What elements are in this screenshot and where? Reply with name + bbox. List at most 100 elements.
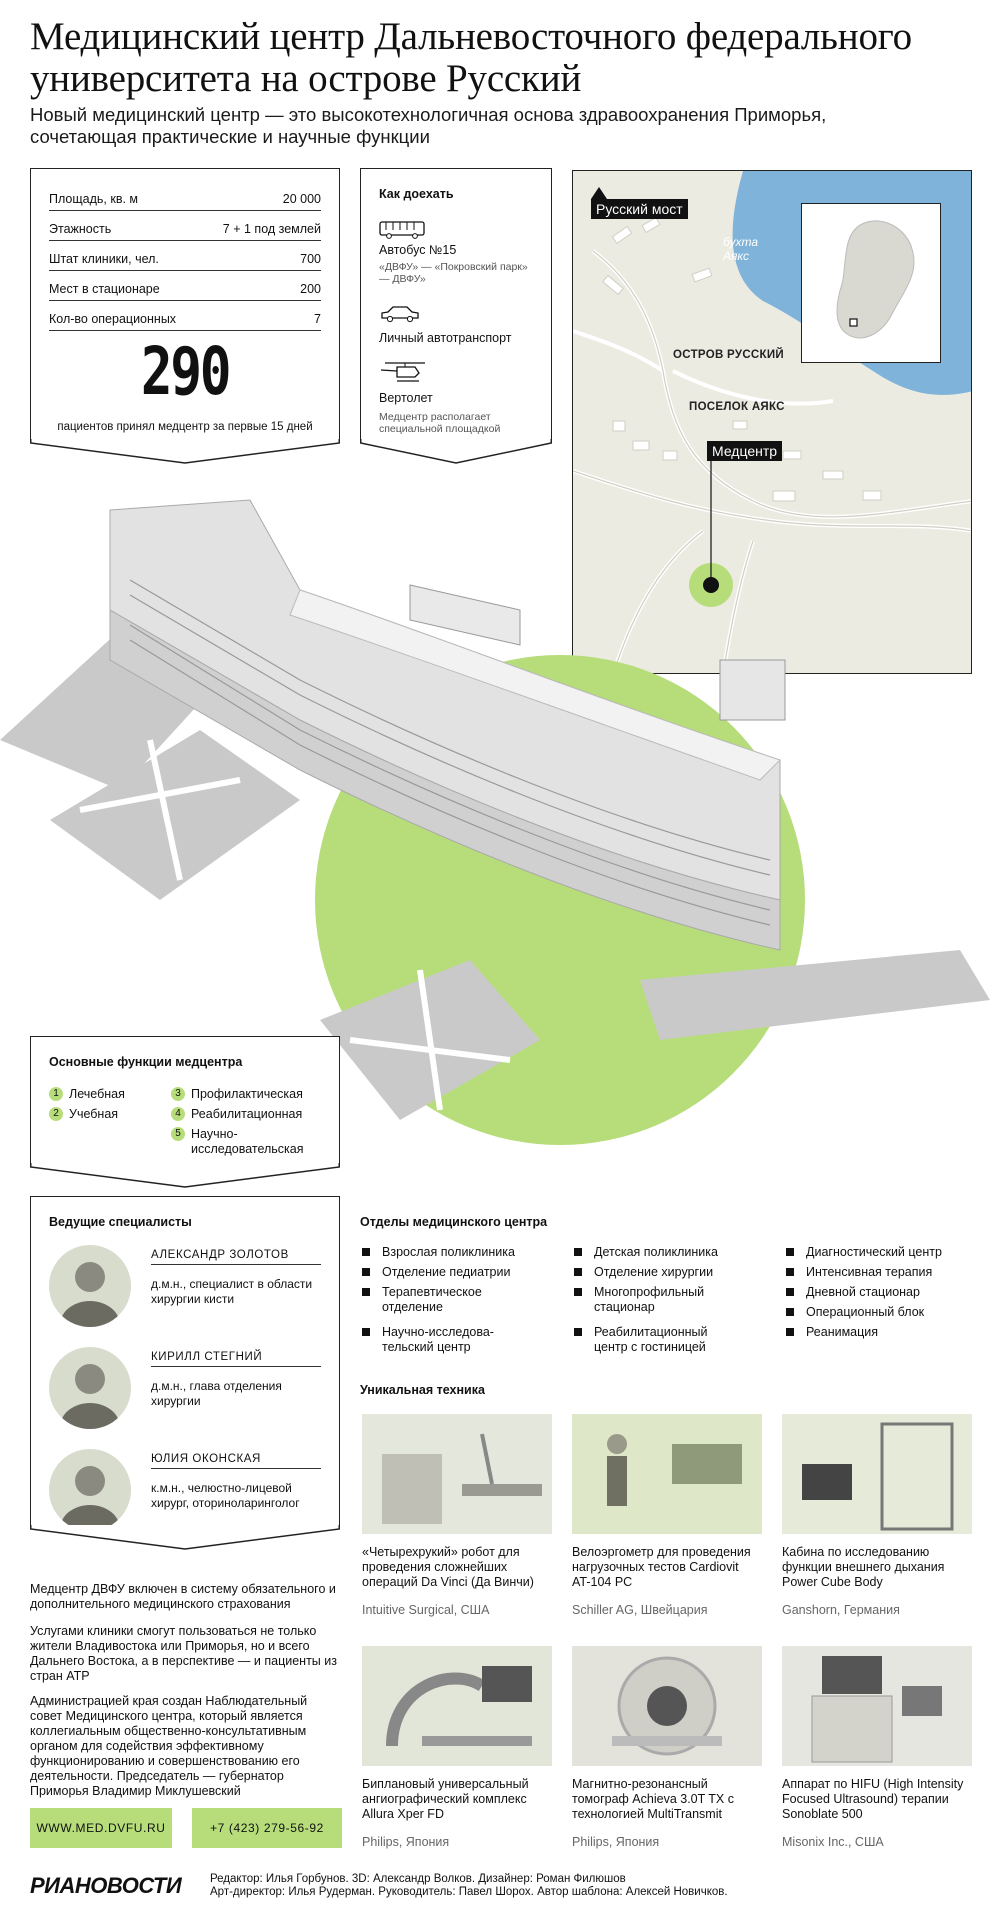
person-photo-icon: [60, 1466, 120, 1531]
specialist-name: ЮЛИЯ ОКОНСКАЯ: [151, 1453, 321, 1469]
department-item: Реабилитационный центр с гостиницей: [574, 1325, 724, 1355]
tech-item-maker: Schiller AG, Швейцария: [572, 1603, 708, 1617]
department-item: Научно-исследова-тельский центр: [362, 1325, 502, 1355]
function-number: 2: [49, 1107, 63, 1121]
function-number: 1: [49, 1087, 63, 1101]
department-item: Терапевтическое отделение: [362, 1285, 522, 1315]
person-photo-icon: [60, 1262, 120, 1327]
department-item: Взрослая поликлиника: [362, 1245, 552, 1260]
heli-note: Медцентр располагает специальной площадк…: [379, 411, 501, 435]
tech-photo: [572, 1414, 762, 1534]
avatar: [49, 1245, 131, 1327]
info-paragraph: Услугами клиники смогут пользоваться не …: [30, 1624, 337, 1683]
function-item: 4 Реабилитационная: [171, 1107, 302, 1122]
function-item: 1 Лечебная: [49, 1087, 125, 1102]
tech-photo: [782, 1414, 972, 1534]
panel-arrow-shape: [29, 1525, 340, 1550]
bus-label: Автобус №15: [379, 243, 457, 257]
tech-photo: [782, 1646, 972, 1766]
tech-photo: [572, 1646, 762, 1766]
specialist-desc: д.м.н., глава отделения хирургии: [151, 1379, 282, 1408]
stats-panel: Площадь, кв. м 20 000 Этажность 7 + 1 по…: [29, 168, 340, 464]
tech-item-title: Велоэргометр для проведения нагрузочных …: [572, 1545, 751, 1589]
panel-arrow-shape: [359, 439, 552, 464]
stat-row: Мест в стационаре 200: [49, 271, 321, 301]
tech-item-maker: Misonix Inc., США: [782, 1835, 884, 1849]
specialists-panel: Ведущие специалисты АЛЕКСАНДР ЗОЛОТОВ д.…: [29, 1196, 340, 1550]
village-label: ПОСЕЛОК АЯКС: [689, 401, 785, 413]
tech-item-maker: Ganshorn, Германия: [782, 1603, 900, 1617]
function-item: 3 Профилактическая: [171, 1087, 303, 1102]
department-item: Операционный блок: [786, 1305, 976, 1320]
department-item: Диагностический центр: [786, 1245, 976, 1260]
bay-label: бухта Аякс: [723, 235, 759, 263]
specialist-name: АЛЕКСАНДР ЗОЛОТОВ: [151, 1249, 321, 1265]
tech-item-maker: Intuitive Surgical, США: [362, 1603, 490, 1617]
stat-label: Этажность: [49, 222, 112, 236]
panel-arrow-shape: [29, 439, 340, 464]
car-icon: [381, 306, 419, 323]
department-item: Отделение хирургии: [574, 1265, 764, 1280]
info-paragraph: Администрацией края создан Наблюдательны…: [30, 1694, 308, 1798]
credits-line: Арт-директор: Илья Рудерман. Руководител…: [210, 1886, 728, 1898]
ria-logo: РИАНОВОСТИ: [30, 1873, 182, 1898]
breath-cabin-icon: [782, 1414, 972, 1534]
island-inset-map: [801, 203, 941, 363]
function-number: 4: [171, 1107, 185, 1121]
page-subtitle: Новый медицинский центр — это высокотехн…: [30, 104, 827, 147]
bus-route: «ДВФУ» — «Покровский парк» — ДВФУ»: [379, 261, 528, 285]
department-item: Реанимация: [786, 1325, 976, 1340]
ergometer-icon: [572, 1414, 762, 1534]
bridge-label: Русский мост: [591, 199, 688, 219]
transport-title: Как доехать: [379, 187, 454, 201]
hifu-device-icon: [782, 1646, 972, 1766]
stat-label: Штат клиники, чел.: [49, 252, 159, 266]
stat-label: Кол-во операционных: [49, 312, 177, 326]
angiography-icon: [362, 1646, 552, 1766]
stat-row: Площадь, кв. м 20 000: [49, 181, 321, 211]
stat-value: 20 000: [282, 192, 321, 206]
function-item: 2 Учебная: [49, 1107, 118, 1122]
specialist-desc: к.м.н., челюстно-лицевой хирург, оторино…: [151, 1481, 300, 1510]
functions-title: Основные функции медцентра: [49, 1055, 243, 1069]
department-item: Отделение педиатрии: [362, 1265, 552, 1280]
mri-scanner-icon: [572, 1646, 762, 1766]
page-title: Медицинский центр Дальневосточного федер…: [30, 15, 912, 100]
info-paragraph: Медцентр ДВФУ включен в систему обязател…: [30, 1582, 336, 1611]
stat-row: Штат клиники, чел. 700: [49, 241, 321, 271]
department-item: Детская поликлиника: [574, 1245, 764, 1260]
helicopter-icon: [380, 362, 425, 382]
function-number: 5: [171, 1127, 185, 1141]
department-item: Интенсивная терапия: [786, 1265, 976, 1280]
function-label: Лечебная: [69, 1087, 125, 1101]
island-shape: [836, 220, 915, 339]
surgical-robot-icon: [362, 1414, 552, 1534]
stat-row: Кол-во операционных 7: [49, 301, 321, 331]
function-item: 5 Научно-исследовательская: [171, 1127, 311, 1157]
stat-value: 7: [314, 312, 321, 326]
car-label: Личный автотранспорт: [379, 331, 512, 345]
tech-item-title: Магнитно-резонансный томограф Achieva 3.…: [572, 1777, 734, 1821]
stat-value: 200: [300, 282, 321, 296]
transport-panel: Как доехать Автобус №15 «ДВФУ» — «Покров…: [359, 168, 552, 464]
function-label: Учебная: [69, 1107, 119, 1121]
island-label: ОСТРОВ РУССКИЙ: [673, 349, 784, 361]
center-label: Медцентр: [707, 441, 783, 461]
tech-photo: [362, 1414, 552, 1534]
website-link[interactable]: WWW.MED.DVFU.RU: [30, 1808, 172, 1848]
building-illustration: [0, 499, 990, 1145]
heli-label: Вертолет: [379, 391, 433, 405]
avatar: [49, 1347, 131, 1429]
avatar: [49, 1449, 131, 1531]
specialists-title: Ведущие специалисты: [49, 1215, 192, 1229]
tech-item-title: Кабина по исследованию функции внешнего …: [782, 1545, 945, 1589]
function-number: 3: [171, 1087, 185, 1101]
phone-link[interactable]: +7 (423) 279-56-92: [192, 1808, 342, 1848]
stat-label: Площадь, кв. м: [49, 192, 139, 206]
stat-label: Мест в стационаре: [49, 282, 160, 296]
bus-icon: [379, 221, 425, 239]
tech-item-maker: Philips, Япония: [572, 1835, 660, 1849]
function-label: Реабилитационная: [191, 1107, 303, 1121]
credits-line: Редактор: Илья Горбунов. 3D: Александр В…: [210, 1873, 626, 1885]
tech-item-title: Биплановый универсальный ангиографически…: [362, 1777, 529, 1821]
